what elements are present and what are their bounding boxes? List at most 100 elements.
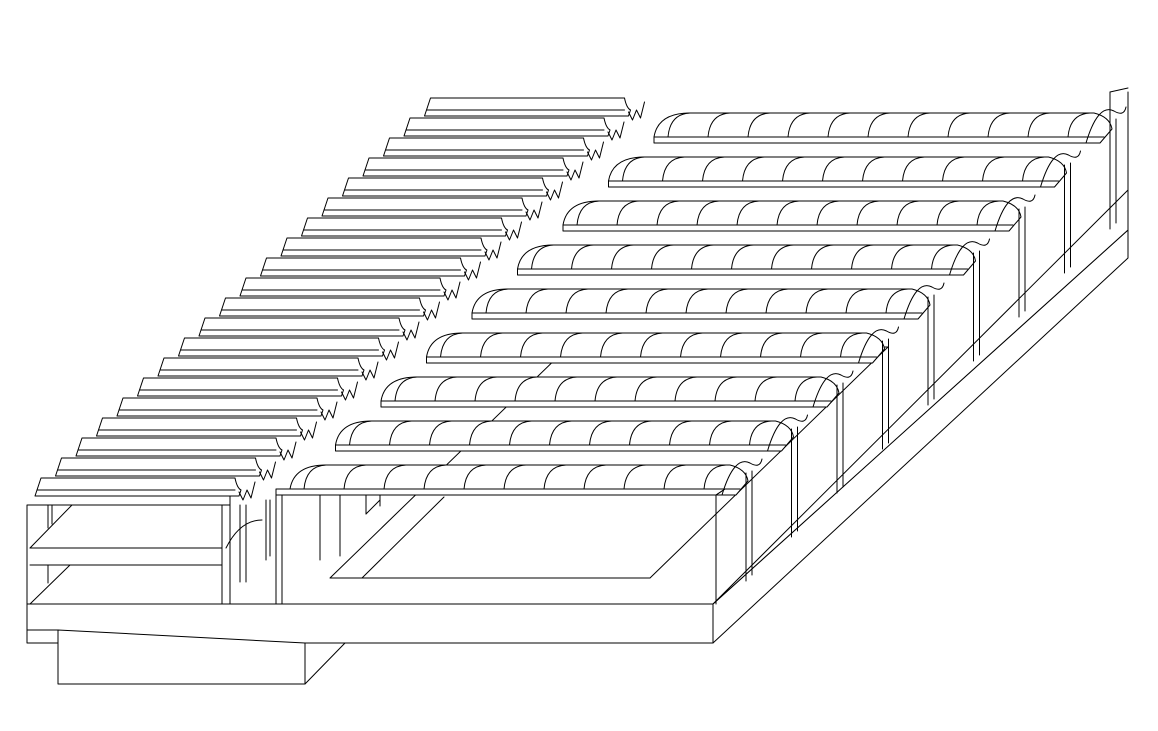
vault-rib [862, 156, 885, 182]
saw-surface [383, 137, 590, 157]
saw-surface [239, 277, 447, 297]
saw-gutter [423, 301, 440, 321]
vault-rib [634, 376, 658, 402]
saw-surface [75, 437, 283, 457]
saw-roof-10 [219, 297, 440, 321]
vault-gable [858, 326, 899, 364]
vault-rib [947, 112, 971, 138]
vault-rib [662, 156, 685, 182]
saw-roof-2 [55, 457, 276, 481]
vault-rib [576, 200, 600, 226]
vault-surface [608, 156, 1067, 188]
saw-surface [116, 397, 324, 417]
vault-rib [485, 288, 509, 314]
vault-rib [885, 288, 909, 314]
vault-rib [725, 288, 749, 314]
vault-rib [771, 244, 794, 270]
vault-rib [645, 288, 669, 314]
vault-rib [822, 156, 845, 182]
vault-rib [1067, 112, 1091, 138]
vault-surface [426, 332, 885, 364]
vault-rib [827, 112, 851, 138]
vault-rib [429, 420, 452, 446]
saw-surface [96, 417, 303, 437]
saw-roof-18 [383, 137, 604, 161]
vault-rib [907, 112, 931, 138]
vault-rib [565, 288, 589, 314]
vault-rib [794, 376, 818, 402]
saw-roof-layer [34, 97, 645, 501]
saw-roof-16 [342, 177, 563, 201]
saw-surface [34, 477, 242, 497]
saw-gutter [279, 441, 297, 461]
saw-surface [260, 257, 467, 277]
vault-rib [303, 464, 327, 490]
vault-surface [380, 376, 840, 408]
vault-rib [667, 112, 691, 138]
saw-roof-14 [301, 217, 522, 241]
vault-rib [896, 200, 920, 226]
vault-rib [765, 288, 789, 314]
vault-rib [714, 376, 738, 402]
saw-surface [280, 237, 488, 257]
vault-rib [640, 332, 663, 358]
saw-gutter [607, 121, 625, 141]
vault-rib [840, 332, 863, 358]
vault-5 [471, 282, 945, 406]
vault-rib [525, 288, 549, 314]
vault-rib [707, 112, 731, 138]
saw-surface [301, 217, 508, 237]
saw-roof-15 [321, 197, 543, 221]
vault-rib [787, 112, 811, 138]
saw-surface [198, 317, 406, 337]
vault-rib [531, 244, 554, 270]
vault-rib [703, 464, 727, 490]
saw-roof-19 [403, 117, 625, 141]
vault-rib [600, 332, 623, 358]
vault-rib [891, 244, 914, 270]
vault-rib [583, 464, 607, 490]
vault-rib [616, 200, 640, 226]
saw-roof-1 [34, 477, 256, 501]
vault-rib [605, 288, 629, 314]
vault-rib [469, 420, 492, 446]
vault-rib [851, 244, 874, 270]
vault-surface [335, 420, 794, 452]
vault-rib [549, 420, 572, 446]
vault-rib [782, 156, 805, 182]
vault-rib [867, 112, 891, 138]
vault-3 [380, 370, 854, 494]
saw-gutter [587, 141, 604, 161]
vault-6 [517, 238, 990, 362]
saw-gutter [525, 201, 543, 221]
vault-surface [517, 244, 976, 276]
vault-rib [856, 200, 880, 226]
vault-rib [423, 464, 447, 490]
vault-rib [560, 332, 583, 358]
saw-gutter [402, 321, 420, 341]
saw-gutter [300, 421, 317, 441]
saw-roof-7 [157, 357, 379, 381]
vault-rib [623, 464, 647, 490]
saw-surface [362, 157, 570, 177]
vault-gable [812, 370, 854, 408]
saw-roof-8 [178, 337, 399, 361]
vault-rib [800, 332, 823, 358]
vault-rib [674, 376, 698, 402]
saw-surface [403, 117, 611, 137]
vault-gable [903, 282, 945, 320]
vault-rib [811, 244, 834, 270]
vault-rib [902, 156, 925, 182]
vault-2 [335, 414, 808, 538]
vault-rib [651, 244, 674, 270]
vault-rib [749, 420, 772, 446]
saw-surface [178, 337, 385, 357]
vault-9 [653, 106, 1127, 230]
vault-rib [680, 332, 703, 358]
saw-gutter [566, 161, 584, 181]
vault-surface [653, 112, 1113, 144]
vault-gable [767, 414, 808, 452]
saw-surface [137, 377, 344, 397]
vault-rib [543, 464, 567, 490]
saw-roof-9 [198, 317, 420, 341]
